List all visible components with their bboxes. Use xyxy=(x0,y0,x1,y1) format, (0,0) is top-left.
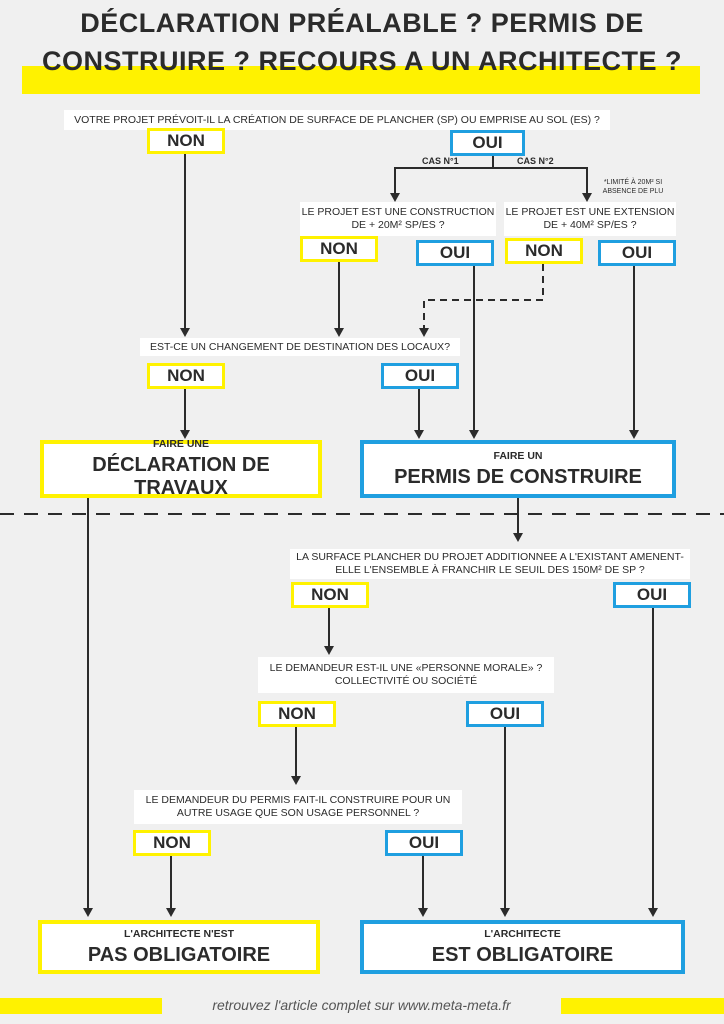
result-declaration-small: FAIRE UNE xyxy=(152,438,209,450)
question-changement-destination: EST-CE UN CHANGEMENT DE DESTINATION DES … xyxy=(140,338,460,356)
arrowhead xyxy=(629,430,639,439)
answer-non-q6[interactable]: NON xyxy=(258,701,336,727)
answer-oui-q7[interactable]: OUI xyxy=(385,830,463,856)
result-architecte-pas-obligatoire: L'ARCHITECTE N'EST PAS OBLIGATOIRE xyxy=(38,920,320,974)
result-arch-not-large: PAS OBLIGATOIRE xyxy=(87,943,271,966)
arrowhead xyxy=(648,908,658,917)
question-personne-morale: LE DEMANDEUR EST-IL UNE «PERSONNE MORALE… xyxy=(258,657,554,693)
answer-non-q4[interactable]: NON xyxy=(147,363,225,389)
answer-oui-q5[interactable]: OUI xyxy=(613,582,691,608)
footer-link[interactable]: retrouvez l'article complet sur www.meta… xyxy=(212,997,511,1013)
answer-non-q2[interactable]: NON xyxy=(300,236,378,262)
answer-non-q5[interactable]: NON xyxy=(291,582,369,608)
result-architecte-obligatoire: L'ARCHITECTE EST OBLIGATOIRE xyxy=(360,920,685,974)
arrowhead xyxy=(324,646,334,655)
arrowhead xyxy=(414,430,424,439)
result-arch-not-small: L'ARCHITECTE N'EST xyxy=(124,927,234,940)
answer-oui-q2[interactable]: OUI xyxy=(416,240,494,266)
result-arch-yes-small: L'ARCHITECTE xyxy=(484,927,561,940)
arrowhead xyxy=(291,776,301,785)
footer-bar-right xyxy=(561,998,724,1014)
connector-cas1 xyxy=(394,167,493,195)
arrowhead xyxy=(582,193,592,202)
arrowhead xyxy=(334,328,344,337)
result-permis-small: FAIRE UN xyxy=(493,449,543,462)
result-arch-yes-large: EST OBLIGATOIRE xyxy=(431,943,614,966)
question-usage-personnel: LE DEMANDEUR DU PERMIS FAIT-IL CONSTRUIR… xyxy=(134,790,462,824)
arrowhead xyxy=(180,328,190,337)
connector-cas2 xyxy=(493,167,588,195)
connector-non-q3 xyxy=(423,264,544,330)
result-declaration-large: DÉCLARATION DE TRAVAUX xyxy=(92,454,270,499)
question-extension: LE PROJET EST UNE EXTENSION DE + 40M² SP… xyxy=(504,202,676,236)
arrowhead xyxy=(500,908,510,917)
question-surface-plancher: VOTRE PROJET PRÉVOIT-IL LA CRÉATION DE S… xyxy=(64,110,610,130)
answer-oui-q1[interactable]: OUI xyxy=(450,130,525,156)
title-highlight xyxy=(22,66,700,94)
arrowhead xyxy=(390,193,400,202)
result-declaration-travaux: FAIRE UNE DÉCLARATION DE TRAVAUX xyxy=(40,438,322,499)
answer-oui-q3[interactable]: OUI xyxy=(598,240,676,266)
label-cas-1: CAS N°1 xyxy=(422,156,459,166)
arrowhead xyxy=(83,908,93,917)
arrowhead xyxy=(166,908,176,917)
answer-non-q7[interactable]: NON xyxy=(133,830,211,856)
arrowhead xyxy=(513,533,523,542)
question-construction: LE PROJET EST UNE CONSTRUCTION DE + 20M²… xyxy=(300,202,496,236)
answer-non-q3[interactable]: NON xyxy=(505,238,583,264)
label-cas-2: CAS N°2 xyxy=(517,156,554,166)
answer-oui-q4[interactable]: OUI xyxy=(381,363,459,389)
title-line-2: CONSTRUIRE ? RECOURS A UN ARCHITECTE ? xyxy=(42,46,682,76)
arrowhead xyxy=(180,430,190,439)
result-permis-construire: FAIRE UN PERMIS DE CONSTRUIRE xyxy=(360,440,676,498)
arrowhead xyxy=(469,430,479,439)
arrowhead xyxy=(419,328,429,337)
arrowhead xyxy=(418,908,428,917)
question-seuil-150: LA SURFACE PLANCHER DU PROJET ADDITIONNE… xyxy=(290,549,690,579)
note-limite: *LIMITÉ À 20M² SI ABSENCE DE PLU xyxy=(602,179,664,195)
answer-oui-q6[interactable]: OUI xyxy=(466,701,544,727)
title-line-1: DÉCLARATION PRÉALABLE ? PERMIS DE xyxy=(80,8,644,38)
footer-bar-left xyxy=(0,998,162,1014)
answer-non-q1[interactable]: NON xyxy=(147,128,225,154)
result-permis-large: PERMIS DE CONSTRUIRE xyxy=(394,465,642,488)
